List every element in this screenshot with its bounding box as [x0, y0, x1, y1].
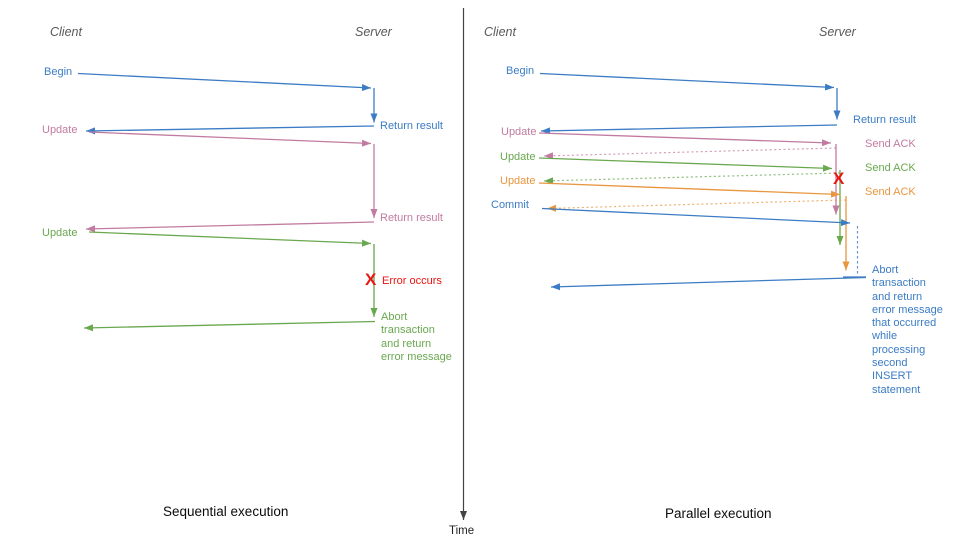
time-axis-label: Time [449, 525, 475, 537]
right-commit-request-arrow [541, 207, 851, 227]
right-begin-label: Begin [506, 65, 535, 77]
right-abort-return-arrow [550, 276, 867, 291]
right-send-ack-pink-label: Send ACK [865, 138, 916, 150]
right-commit-label: Commit [491, 199, 529, 211]
left-begin-request-arrow [77, 72, 372, 92]
right-server-header: Server [819, 25, 856, 39]
right-send-ack-green-arrow [543, 172, 841, 185]
right-send-ack-pink-arrow [543, 147, 837, 160]
left-update1-return-arrow [85, 221, 375, 233]
left-begin-label: Begin [44, 66, 73, 78]
right-client-header: Client [484, 25, 516, 39]
right-update-green-label: Update [500, 151, 536, 163]
left-abort-return-arrow [83, 320, 376, 332]
right-error-x-icon: X [833, 169, 845, 188]
right-send-ack-orange-arrow [546, 199, 847, 212]
left-update-1-label: Update [42, 124, 78, 136]
right-update-orange-label: Update [500, 175, 536, 187]
left-abort-message: Abort transaction and return error messa… [381, 311, 452, 363]
right-begin-return-arrow [540, 124, 838, 135]
right-send-ack-orange-label: Send ACK [865, 186, 916, 198]
right-update-pink-request-arrow [538, 132, 832, 147]
left-update1-request-arrow [88, 131, 372, 147]
left-server-header: Server [355, 25, 392, 39]
right-return-result-label: Return result [853, 114, 916, 126]
right-send-ack-green-label: Send ACK [865, 162, 916, 174]
right-update-orange-request-arrow [538, 182, 841, 198]
left-begin-return-arrow [85, 125, 375, 135]
right-update-pink-label: Update [501, 126, 537, 138]
left-error-x-icon: X [365, 270, 377, 289]
right-begin-request-arrow [539, 72, 835, 91]
left-update-2-label: Update [42, 227, 78, 239]
left-return-result-2-label: Return result [380, 212, 443, 224]
parallel-execution-title: Parallel execution [665, 506, 772, 521]
right-update-green-request-arrow [538, 157, 833, 172]
left-client-header: Client [50, 25, 82, 39]
left-update2-request-arrow [88, 231, 372, 247]
sequential-execution-title: Sequential execution [163, 504, 289, 519]
left-error-occurs-label: Error occurs [382, 275, 442, 287]
right-abort-message: Abort transaction and return error messa… [872, 264, 943, 396]
left-return-result-1-label: Return result [380, 120, 443, 132]
